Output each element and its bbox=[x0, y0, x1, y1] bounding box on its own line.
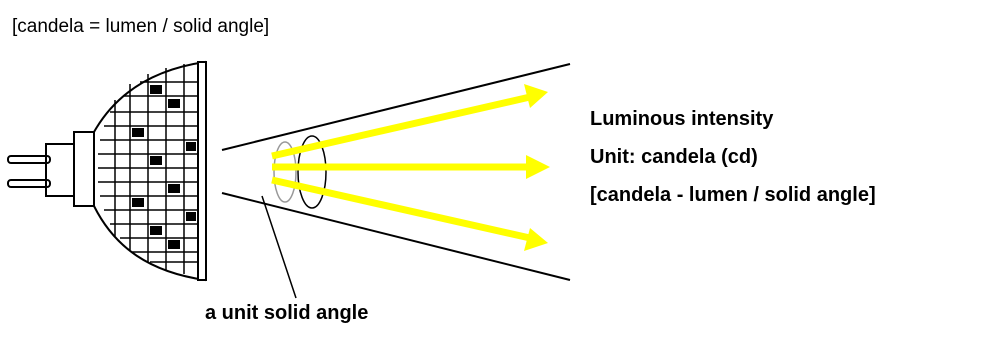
intensity-title: Luminous intensity bbox=[590, 108, 774, 130]
intensity-unit: Unit: candela (cd) bbox=[590, 146, 758, 168]
top-formula: [candela = lumen / solid angle] bbox=[12, 16, 270, 37]
arrow-lower bbox=[271, 176, 548, 251]
bulb-rim bbox=[197, 61, 207, 281]
solid-angle-ellipses bbox=[273, 135, 327, 209]
bulb-neck bbox=[45, 143, 75, 197]
bulb-icon bbox=[7, 60, 207, 282]
solid-angle-ellipse-back bbox=[273, 141, 297, 203]
arrow-middle bbox=[272, 155, 550, 179]
solid-angle-ellipse-front bbox=[297, 135, 327, 209]
light-arrows bbox=[271, 84, 550, 251]
arrow-upper bbox=[271, 84, 548, 160]
bulb-collar bbox=[73, 131, 95, 207]
intensity-label-block: Luminous intensity Unit: candela (cd) [c… bbox=[590, 100, 876, 214]
solid-angle-leader-line bbox=[261, 195, 297, 299]
cone-upper-line bbox=[221, 63, 571, 151]
solid-angle-label: a unit solid angle bbox=[205, 302, 369, 324]
cone-lower-line bbox=[221, 192, 571, 281]
bulb-fins bbox=[98, 64, 198, 274]
bulb-pins bbox=[7, 155, 51, 188]
bulb-reflector bbox=[93, 60, 206, 282]
cone-lines bbox=[221, 63, 571, 281]
bulb-shading bbox=[132, 85, 196, 249]
intensity-formula: [candela - lumen / solid angle] bbox=[590, 184, 876, 206]
